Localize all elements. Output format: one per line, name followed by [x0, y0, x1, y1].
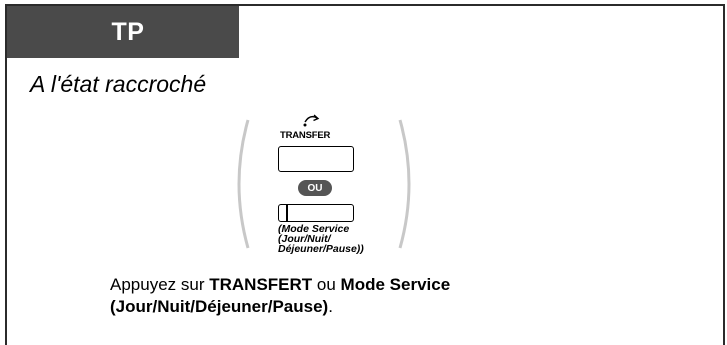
instruction-prefix: Appuyez sur	[110, 275, 210, 294]
mode-service-key-label: (Mode Service (Jour/Nuit/ Déjeuner/Pause…	[278, 223, 418, 255]
key-led-indicator	[286, 205, 288, 221]
transfer-arrow-icon	[303, 114, 320, 127]
left-parenthesis-icon	[237, 119, 250, 249]
condition-subtitle: A l'état raccroché	[30, 71, 207, 97]
mode-label-line: Déjeuner/Pause))	[278, 243, 364, 255]
transfer-key-label: TRANSFER	[280, 130, 331, 141]
or-badge: OU	[298, 180, 332, 196]
mode-service-key[interactable]	[278, 204, 354, 222]
tp-tab-label: TP	[111, 17, 145, 46]
section-frame: TP	[5, 4, 725, 345]
tp-tab: TP	[7, 6, 239, 58]
instruction-mode-line2: (Jour/Nuit/Déjeuner/Pause)	[110, 297, 329, 316]
right-parenthesis	[396, 118, 420, 250]
instruction-mode-line1: Mode Service	[340, 275, 451, 294]
instruction-middle: ou	[312, 275, 341, 294]
mode-label-line: (Mode Service	[278, 223, 350, 235]
transfer-key[interactable]	[278, 146, 354, 172]
instruction-transfer: TRANSFERT	[209, 275, 313, 294]
left-parenthesis	[228, 118, 252, 250]
instruction-text: Appuyez sur TRANSFERT ou Mode Service (Jo…	[110, 274, 670, 318]
button-illustration: TRANSFER OU (Mode Service (Jour/Nuit/ Dé…	[270, 112, 410, 262]
right-parenthesis-icon	[398, 119, 411, 249]
mode-label-line: (Jour/Nuit/	[278, 233, 331, 245]
instruction-suffix: .	[328, 297, 333, 316]
